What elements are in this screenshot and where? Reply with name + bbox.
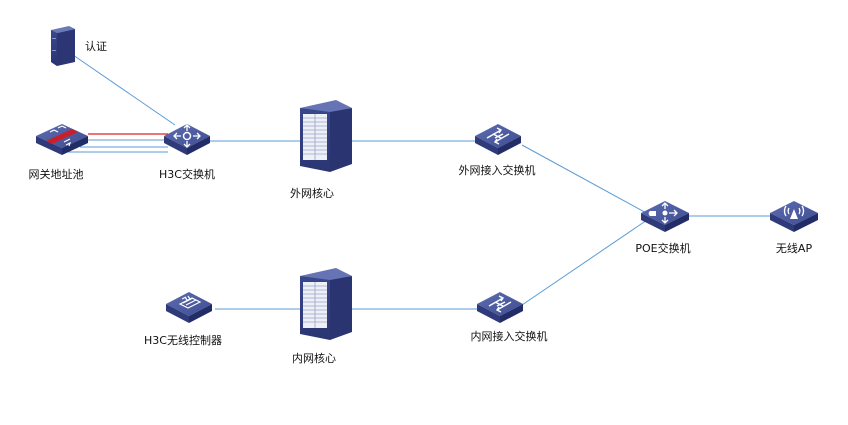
node-label-ext-access: 外网接入交换机 — [458, 164, 536, 177]
edge-ext-access-poe — [521, 144, 651, 216]
links — [68, 54, 772, 310]
edge-auth-h3c-switch — [72, 54, 176, 126]
wireless-controller-icon[interactable] — [166, 292, 212, 323]
node-label-int-core: 内网核心 — [292, 352, 336, 365]
node-label-gw-pool: 网关地址池 — [28, 168, 84, 181]
int-access-switch-icon[interactable] — [477, 292, 523, 323]
node-label-wlc: H3C无线控制器 — [144, 334, 222, 347]
auth-server-icon[interactable] — [51, 26, 75, 66]
poe-switch-icon[interactable] — [641, 201, 689, 232]
node-label-int-access: 内网接入交换机 — [470, 330, 548, 343]
wireless-ap-icon[interactable] — [770, 201, 818, 232]
node-label-auth: 认证 — [85, 40, 107, 53]
ext-core-chassis-icon[interactable] — [300, 100, 352, 172]
node-label-wireless-ap: 无线AP — [775, 242, 813, 255]
node-label-poe-switch: POE交换机 — [635, 242, 691, 255]
node-label-ext-core: 外网核心 — [290, 187, 334, 200]
node-label-h3c-switch: H3C交换机 — [159, 168, 215, 181]
int-core-chassis-icon[interactable] — [300, 268, 352, 340]
ext-access-switch-icon[interactable] — [475, 124, 521, 155]
l3-switch-icon[interactable] — [164, 124, 210, 155]
edge-int-access-poe — [521, 217, 651, 306]
firewall-icon[interactable] — [36, 124, 88, 155]
